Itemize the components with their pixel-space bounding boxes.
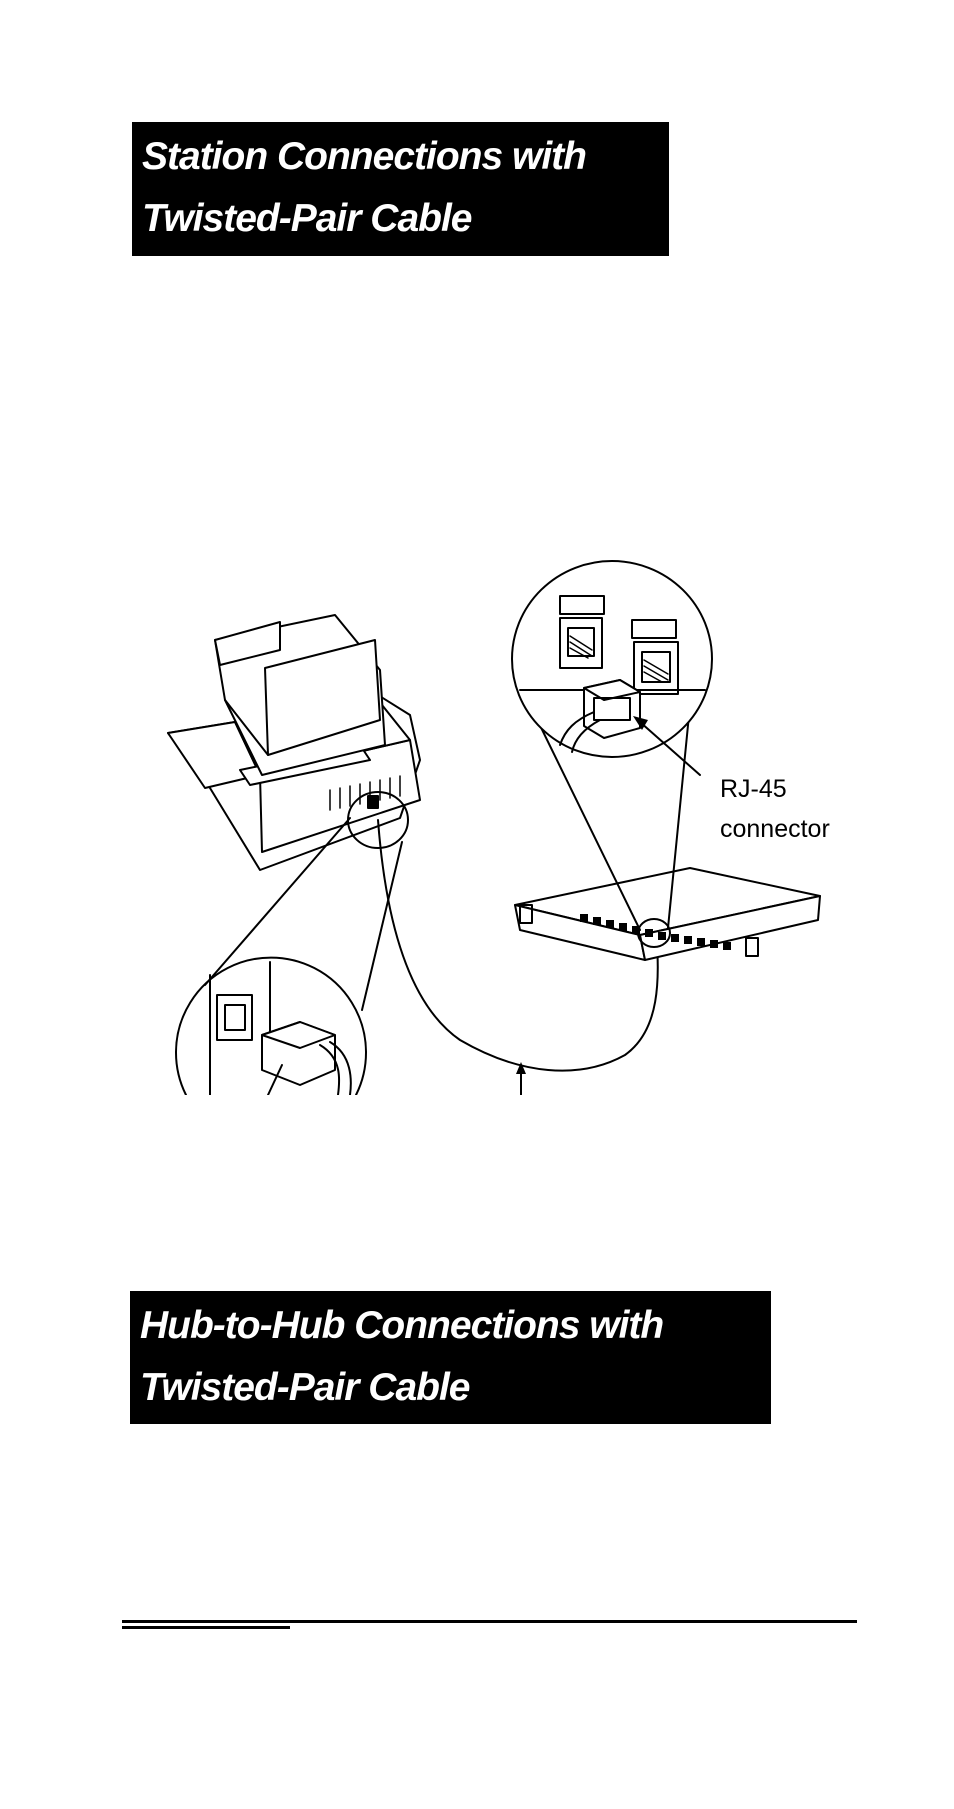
hub-illustration bbox=[514, 867, 821, 961]
hub-to-hub-heading: Hub-to-Hub Connections with Twisted-Pair… bbox=[130, 1291, 771, 1424]
hub-port-highlight bbox=[637, 918, 671, 948]
hub-port-zoom bbox=[511, 560, 713, 758]
heading-line-1: Hub-to-Hub Connections with bbox=[140, 1304, 664, 1347]
twisted-pair-cable bbox=[377, 819, 659, 1072]
station-connections-heading: Station Connections with Twisted-Pair Ca… bbox=[132, 122, 669, 256]
station-connection-figure: RJ-45 connector bbox=[167, 560, 830, 1095]
heading-line-1: Station Connections with bbox=[142, 135, 587, 178]
connector-label-line-2: connector bbox=[720, 815, 830, 843]
connector-label-line-1: RJ-45 bbox=[720, 775, 787, 803]
heading-line-2: Twisted-Pair Cable bbox=[142, 197, 472, 240]
computer-illustration bbox=[167, 614, 421, 871]
connector-arrow bbox=[639, 721, 701, 776]
footer-rule bbox=[122, 1620, 857, 1623]
footer-rule-accent bbox=[122, 1626, 290, 1629]
heading-line-2: Twisted-Pair Cable bbox=[140, 1366, 470, 1409]
nic-port-zoom bbox=[175, 956, 367, 1095]
